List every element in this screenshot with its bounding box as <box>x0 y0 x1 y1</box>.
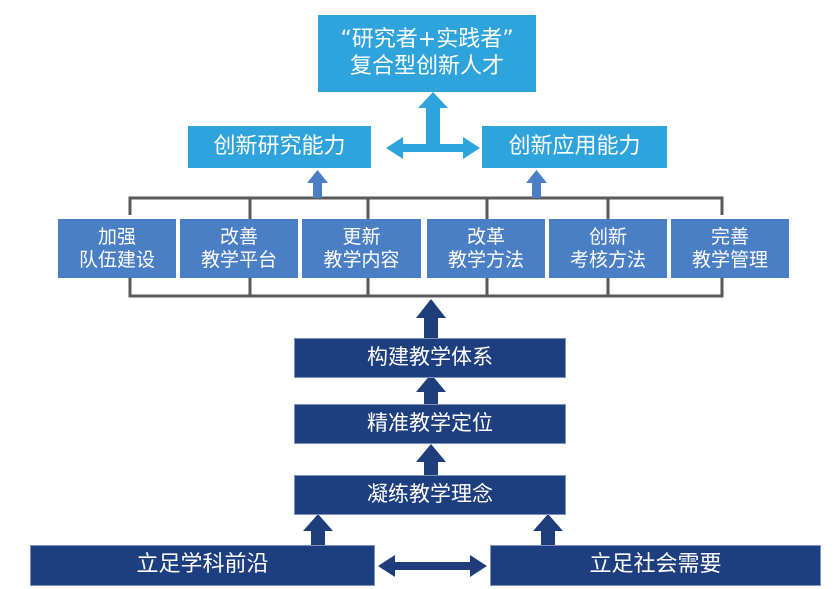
measure-line2: 队伍建设 <box>78 248 155 271</box>
measure-line1: 改革 <box>466 225 505 248</box>
positioning-to-system-arrow <box>416 374 446 406</box>
measure-line1: 加强 <box>97 225 136 248</box>
measure-content-box: 更新 教学内容 <box>302 219 421 278</box>
concept-label: 凝练教学理念 <box>367 482 493 507</box>
measure-line2: 教学方法 <box>447 248 524 271</box>
measure-line1: 完善 <box>710 225 749 248</box>
measure-line1: 更新 <box>342 225 381 248</box>
society-box: 立足社会需要 <box>490 545 821 586</box>
application-ability-box: 创新应用能力 <box>482 126 667 168</box>
system-to-measures-arrow <box>416 299 446 338</box>
measure-assessment-box: 创新 考核方法 <box>549 219 667 278</box>
positioning-label: 精准教学定位 <box>367 411 493 436</box>
measure-line2: 教学平台 <box>200 248 277 271</box>
society-to-concept-arrow <box>533 514 563 545</box>
build-system-box: 构建教学体系 <box>294 338 566 378</box>
frontier-to-concept-arrow <box>303 514 333 545</box>
concept-box: 凝练教学理念 <box>294 475 566 515</box>
research-ability-label: 创新研究能力 <box>213 133 346 159</box>
measure-line1: 改善 <box>219 225 258 248</box>
measure-line2: 考核方法 <box>569 248 646 271</box>
measure-method-box: 改革 教学方法 <box>427 219 545 278</box>
abilities-to-goal-arrow <box>386 92 480 159</box>
measure-line2: 教学内容 <box>323 248 400 271</box>
measure-line2: 教学管理 <box>691 248 768 271</box>
measure-platform-box: 改善 教学平台 <box>180 219 298 278</box>
frontier-box: 立足学科前沿 <box>30 545 375 586</box>
frontier-label: 立足学科前沿 <box>136 552 269 578</box>
bracket-to-application-arrow <box>526 170 547 198</box>
goal-box: “研究者+实践者” 复合型创新人才 <box>318 15 536 92</box>
measure-team-box: 加强 队伍建设 <box>58 219 176 278</box>
measure-management-box: 完善 教学管理 <box>671 219 789 278</box>
goal-line1: “研究者+实践者” <box>340 27 514 53</box>
concept-to-positioning-arrow <box>416 444 446 476</box>
goal-line2: 复合型创新人才 <box>349 53 504 79</box>
measures-bracket <box>128 196 724 298</box>
society-label: 立足社会需要 <box>589 552 722 578</box>
build-system-label: 构建教学体系 <box>367 345 493 370</box>
positioning-box: 精准教学定位 <box>294 404 566 444</box>
bracket-to-research-arrow <box>307 170 328 198</box>
foundations-double-arrow <box>378 555 487 577</box>
measure-line1: 创新 <box>588 225 627 248</box>
application-ability-label: 创新应用能力 <box>508 133 641 159</box>
research-ability-box: 创新研究能力 <box>188 126 371 168</box>
